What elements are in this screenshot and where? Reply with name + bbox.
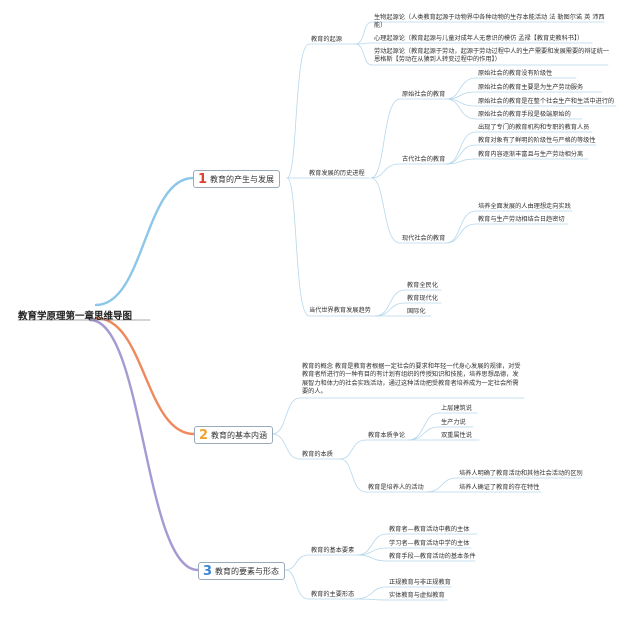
forms-fan-link-1 [354,598,388,601]
history-fan-link-1 [370,163,401,179]
leaf-ancient-1[interactable]: 出现了专门的教育机构和专职的教育人员 [478,124,590,131]
forms-fan-link-0 [354,586,388,600]
leaf-cultivate-2[interactable]: 培养人确证了教育的存在特性 [459,484,540,491]
essence-fan-link-1 [339,458,367,493]
leaf-ancient-3[interactable]: 教育内容逐渐丰富且与生产劳动相分离 [478,151,584,158]
elements-fan-link-1 [356,547,388,556]
primitive-fan-link-3 [445,98,477,120]
branch2-fan-link-1 [271,433,301,460]
leaf-primitive-2[interactable]: 原始社会的教育主要是为生产劳动服务 [478,84,584,91]
node-debate[interactable]: 教育本质争论 [368,432,406,439]
trend-fan-link-0 [374,289,406,317]
root-title[interactable]: 教育学原理第一章思维导图 [18,311,133,322]
modern-fan-link-0 [445,210,477,244]
branch-label: 教育的要素与形态 [215,566,280,576]
branch-label: 教育的基本内涵 [211,430,268,440]
node-ancient[interactable]: 古代社会的教育 [402,156,446,163]
leaf-elements-3[interactable]: 教育手段—教育活动的基本条件 [389,553,476,560]
leaf-forms-2[interactable]: 实体教育与虚拟教育 [389,592,445,599]
elements-fan-link-0 [356,533,388,556]
leaf-origin-bio[interactable]: 生物起源论（人类教育起源于动物界中各种动物的生存本能活动 法 勒图尔诺 英 沛西… [374,14,605,30]
leaf-primitive-4[interactable]: 原始社会的教育手段是极端原始的 [478,111,571,118]
leaf-primitive-3[interactable]: 原始社会的教育是在整个社会生产和生活中进行的 [478,98,615,105]
elements-fan-link-2 [356,554,388,562]
primitive-fan-link-0 [445,77,477,100]
branch1-fan-link-2 [286,177,310,317]
node-modern[interactable]: 现代社会的教育 [402,235,446,242]
leaf-origin-psych[interactable]: 心理起源论（教育起源与儿童对成年人无意识的模仿 孟禄【教育史教科书】） [374,35,584,42]
leaf-trend-3[interactable]: 国际化 [407,308,426,315]
node-cultivate[interactable]: 教育是培养人的活动 [368,484,424,491]
branch-number: 1 [198,171,208,187]
branch-3-connector [88,318,200,572]
leaf-elements-1[interactable]: 教育者—教育活动中教的主体 [389,526,470,533]
branch-1-connector [94,176,195,307]
ancient-fan-link-2 [445,158,477,165]
branch3-fan-link-1 [284,569,310,600]
node-primitive[interactable]: 原始社会的教育 [402,91,446,98]
branch-2-connector [94,316,196,436]
node-elements[interactable]: 教育的基本要素 [311,547,355,554]
origin-fan-link-0 [354,21,373,45]
leaf-elements-2[interactable]: 学习者—教育活动中学的主体 [389,540,470,547]
branch2-fan-link-0 [271,397,301,435]
history-fan-link-0 [370,98,401,179]
origin-fan-link-2 [354,43,373,66]
branch-number: 3 [203,563,213,579]
branch-number: 2 [199,427,209,443]
modern-fan-link-1 [445,223,477,244]
debate-fan-link-0 [407,412,440,441]
debate-fan-link-1 [407,426,440,441]
ancient-fan-link-0 [445,131,477,165]
leaf-debate-3[interactable]: 双重属性说 [441,432,472,439]
node-trend[interactable]: 当代世界教育发展趋势 [309,307,371,314]
branch-3-node[interactable]: 3 教育的要素与形态 [198,562,286,580]
leaf-trend-2[interactable]: 教育现代化 [407,295,438,302]
cultivate-fan-link-0 [425,477,458,493]
trend-fan-link-1 [374,302,406,317]
leaf-trend-1[interactable]: 教育全民化 [407,282,438,289]
leaf-modern-2[interactable]: 教育与生产劳动相结合日趋密切 [478,216,565,223]
leaf-origin-labor[interactable]: 劳动起源论（教育起源于劳动，起源于劳动过程中人的生产需要和发展需要的辩证统一 恩… [374,48,610,64]
leaf-ancient-2[interactable]: 教育对象有了鲜明的阶级性与严格的等级性 [478,137,596,144]
leaf-forms-1[interactable]: 正规教育与非正规教育 [389,579,451,586]
leaf-debate-2[interactable]: 生产力说 [441,419,466,426]
branch-1-node[interactable]: 1 教育的产生与发展 [193,170,281,188]
branch1-fan-link-0 [286,43,310,179]
node-forms[interactable]: 教育的主要形态 [311,591,355,598]
branch-2-node[interactable]: 2 教育的基本内涵 [194,426,274,444]
node-essence[interactable]: 教育的本质 [302,451,333,458]
leaf-cultivate-1[interactable]: 培养人明确了教育活动和其他社会活动的区别 [459,470,583,477]
ancient-fan-link-1 [445,144,477,165]
leaf-modern-1[interactable]: 培养全面发展的人由理想走向实践 [478,203,571,210]
node-origin[interactable]: 教育的起源 [311,36,342,43]
leaf-debate-1[interactable]: 上层建筑说 [441,405,472,412]
branch3-fan-link-0 [284,554,310,571]
branch-label: 教育的产生与发展 [210,174,275,184]
node-history[interactable]: 教育发展的历史进程 [309,170,365,177]
history-fan-link-2 [370,177,401,244]
leaf-primitive-1[interactable]: 原始社会的教育没有阶级性 [478,70,553,77]
node-concept[interactable]: 教育的概念 教育是教育者根据一定社会的要求和年轻一代身心发展的规律，对受教育者所… [302,363,521,396]
essence-fan-link-0 [339,439,367,460]
